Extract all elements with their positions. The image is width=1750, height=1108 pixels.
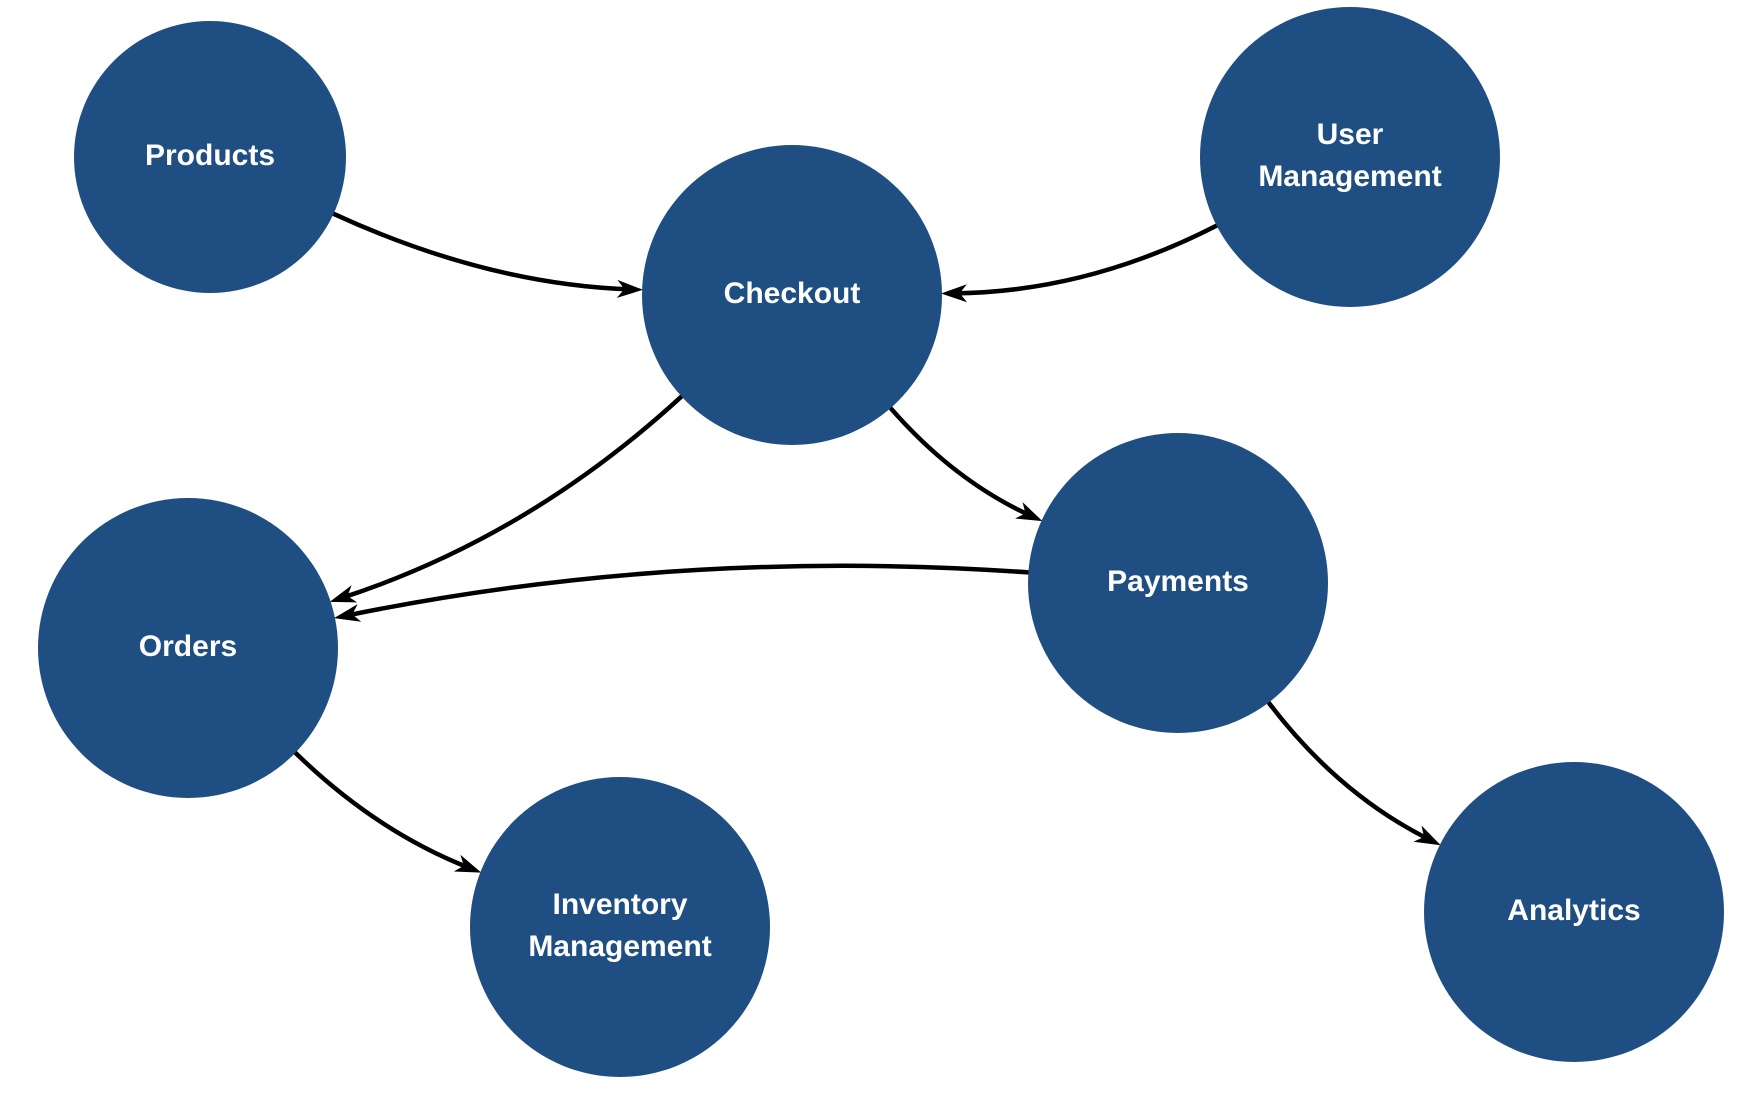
edge-checkout-orders	[339, 394, 684, 601]
arrowhead-checkout-payments	[1015, 502, 1043, 522]
edge-checkout-payments	[888, 405, 1033, 518]
arrowhead-payments-analytics	[1413, 825, 1441, 846]
node-circle-user_mgmt[interactable]	[1200, 7, 1500, 307]
arrowhead-payments-orders	[333, 604, 362, 622]
node-circle-payments[interactable]	[1028, 433, 1328, 733]
edge-payments-orders	[344, 563, 1031, 618]
node-products[interactable]: Products	[74, 21, 346, 293]
arrowhead-products-checkout	[616, 279, 644, 298]
node-circle-analytics[interactable]	[1424, 762, 1724, 1062]
edge-payments-analytics	[1266, 700, 1432, 842]
edges-layer	[293, 211, 1441, 873]
node-circle-orders[interactable]	[38, 498, 338, 798]
node-circle-products[interactable]	[74, 21, 346, 293]
arrowhead-checkout-orders	[329, 585, 358, 603]
edge-usermgmt-checkout	[951, 223, 1219, 296]
node-circle-checkout[interactable]	[642, 145, 942, 445]
arrowhead-usermgmt-checkout	[940, 284, 968, 303]
arrowhead-orders-inventory	[453, 854, 482, 873]
node-checkout[interactable]: Checkout	[642, 145, 942, 445]
edge-orders-inventory	[293, 750, 472, 871]
node-analytics[interactable]: Analytics	[1424, 762, 1724, 1062]
node-circle-inventory[interactable]	[470, 777, 770, 1077]
node-orders[interactable]: Orders	[38, 498, 338, 798]
node-payments[interactable]: Payments	[1028, 433, 1328, 733]
edge-products-checkout	[331, 211, 633, 292]
